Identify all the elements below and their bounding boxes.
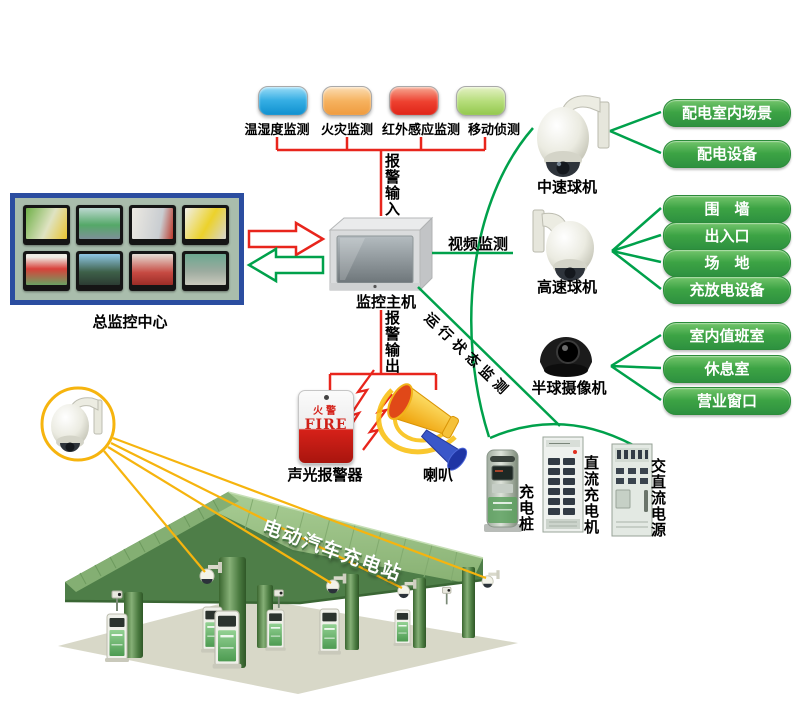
target-pill-distribution-equipment: 配电设备 xyxy=(663,140,791,168)
dc-charger-cabinet-icon xyxy=(542,436,584,533)
target-pill-business-window: 营业窗口 xyxy=(663,387,791,415)
host-monitor-icon xyxy=(328,216,434,292)
temperature-humidity-sensor-icon xyxy=(258,86,308,116)
station-ground xyxy=(58,597,518,694)
motion-sensor-icon xyxy=(456,86,506,116)
canopy-top-surface xyxy=(214,492,483,584)
equipment-label-charging-pile: 充电桩 xyxy=(517,484,535,532)
station-dome-camera-icon xyxy=(481,569,501,589)
station-pole-camera-icon xyxy=(441,586,452,606)
siren-text-cn: 火警 xyxy=(313,406,339,417)
alarm-input-label: 报警输入 xyxy=(383,153,401,217)
circled-ptz-camera-icon xyxy=(40,386,116,462)
monitor-wall xyxy=(10,193,244,305)
acdc-power-cabinet-icon xyxy=(611,443,653,537)
siren-led xyxy=(323,395,329,400)
camera-label-high-speed: 高速球机 xyxy=(536,278,597,296)
wall-screen xyxy=(23,251,70,291)
fire-sensor-icon xyxy=(322,86,372,116)
horn-label: 喇叭 xyxy=(422,466,453,484)
camera-label-medium-speed: 中速球机 xyxy=(536,178,597,196)
sensor-label-infrared: 红外感应监测 xyxy=(381,123,460,138)
canopy-left-fascia xyxy=(65,492,239,592)
target-pill-charge-discharge-equipment: 充放电设备 xyxy=(663,276,791,304)
siren-text-en: FIRE xyxy=(304,417,348,433)
equipment-arc-link xyxy=(489,422,634,447)
wall-screen xyxy=(23,205,70,245)
video-link-label: 视频监测 xyxy=(447,235,508,253)
wall-screen xyxy=(182,251,229,291)
hemisphere-camera-icon xyxy=(540,337,592,377)
alarm-output-connector xyxy=(328,310,438,390)
target-pill-entrance-exit: 出入口 xyxy=(663,222,791,250)
charging-pile-icon xyxy=(484,449,522,532)
target-pill-distribution-room: 配电室内场景 xyxy=(663,99,791,127)
sensor-label-motion: 移动侦测 xyxy=(467,123,520,138)
siren-label: 声光报警器 xyxy=(287,466,363,484)
coverage-lines xyxy=(103,436,487,589)
horn-icon xyxy=(376,383,468,471)
camera-label-hemisphere: 半球摄像机 xyxy=(531,379,607,397)
high-speed-dome-camera-icon xyxy=(532,209,594,281)
camera-arc-link xyxy=(470,127,534,438)
video-return-arrow-icon xyxy=(246,246,325,284)
target-pill-duty-room: 室内值班室 xyxy=(663,322,791,350)
medium-speed-dome-camera-icon xyxy=(537,95,610,177)
wall-screen xyxy=(76,251,123,291)
sensor-label-fire: 火灾监测 xyxy=(320,123,373,138)
target-pill-perimeter-wall: 围 墙 xyxy=(663,195,791,223)
alarm-flow-arrow-icon xyxy=(247,220,326,258)
host-label: 监控主机 xyxy=(355,293,416,311)
wall-screen xyxy=(129,251,176,291)
wall-screen xyxy=(182,205,229,245)
target-pill-site: 场 地 xyxy=(663,249,791,277)
sensor-label-temperature-humidity: 温湿度监测 xyxy=(244,123,310,138)
equipment-label-dc-charger: 直流充电机 xyxy=(582,455,600,535)
green-links xyxy=(417,110,662,447)
status-link xyxy=(417,286,561,427)
siren-icon: 火警 FIRE xyxy=(298,390,354,464)
alarm-output-label: 报警输出 xyxy=(383,310,401,374)
wall-screen xyxy=(76,205,123,245)
control-center-label: 总监控中心 xyxy=(92,313,168,331)
alarm-input-connector xyxy=(275,137,487,216)
wall-screen xyxy=(129,205,176,245)
infrared-sensor-icon xyxy=(389,86,439,116)
target-pill-rest-room: 休息室 xyxy=(663,355,791,383)
equipment-label-acdc-power: 交直流电源 xyxy=(649,458,667,538)
